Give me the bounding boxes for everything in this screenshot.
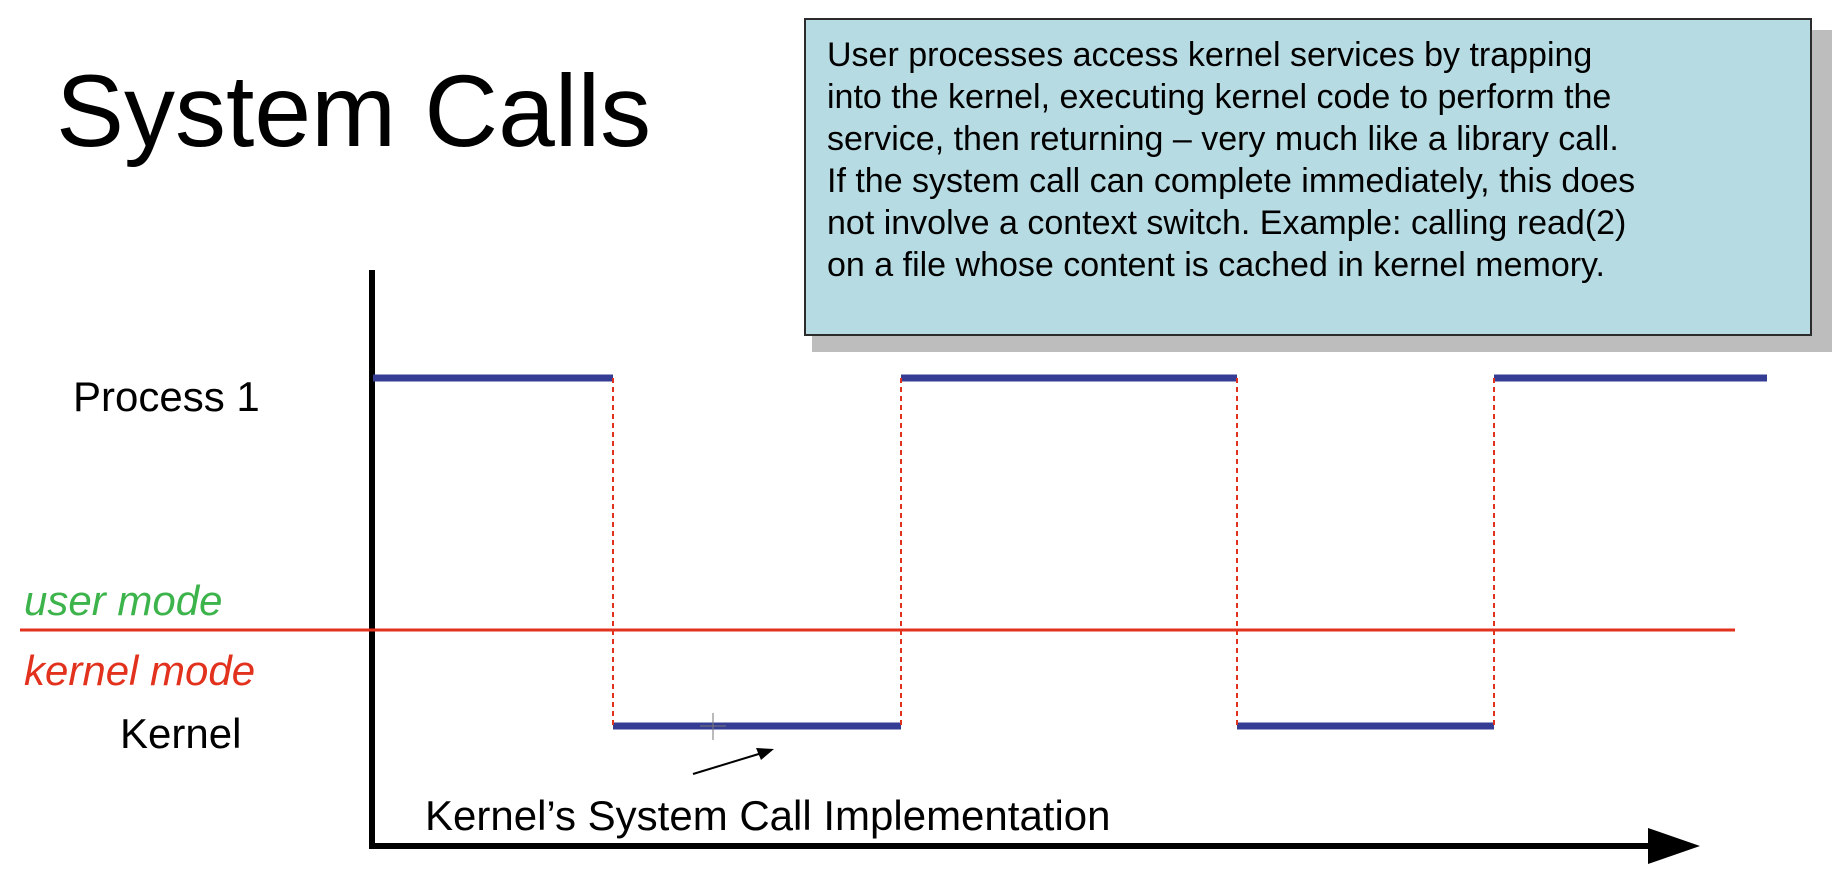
process-1-label: Process 1 <box>73 373 260 420</box>
slide-title: System Calls <box>56 54 652 168</box>
user-mode-label: user mode <box>24 577 223 624</box>
annotation-arrow-shaft <box>692 752 763 775</box>
callout-line: service, then returning – very much like… <box>827 120 1619 158</box>
callout-line: If the system call can complete immediat… <box>827 162 1636 200</box>
annotation-arrowhead <box>756 748 774 760</box>
kernel-label: Kernel <box>120 710 242 757</box>
callout-line: not involve a context switch. Example: c… <box>827 204 1627 242</box>
system-call-annotation: Kernel’s System Call Implementation <box>425 792 1111 839</box>
callout-line: User processes access kernel services by… <box>827 36 1593 74</box>
time-axis-arrowhead <box>1648 828 1700 864</box>
callout-line: on a file whose content is cached in ker… <box>827 246 1605 284</box>
callout-box: User processes access kernel services by… <box>804 18 1812 336</box>
callout-line: into the kernel, executing kernel code t… <box>827 78 1612 116</box>
kernel-mode-label: kernel mode <box>24 647 256 694</box>
